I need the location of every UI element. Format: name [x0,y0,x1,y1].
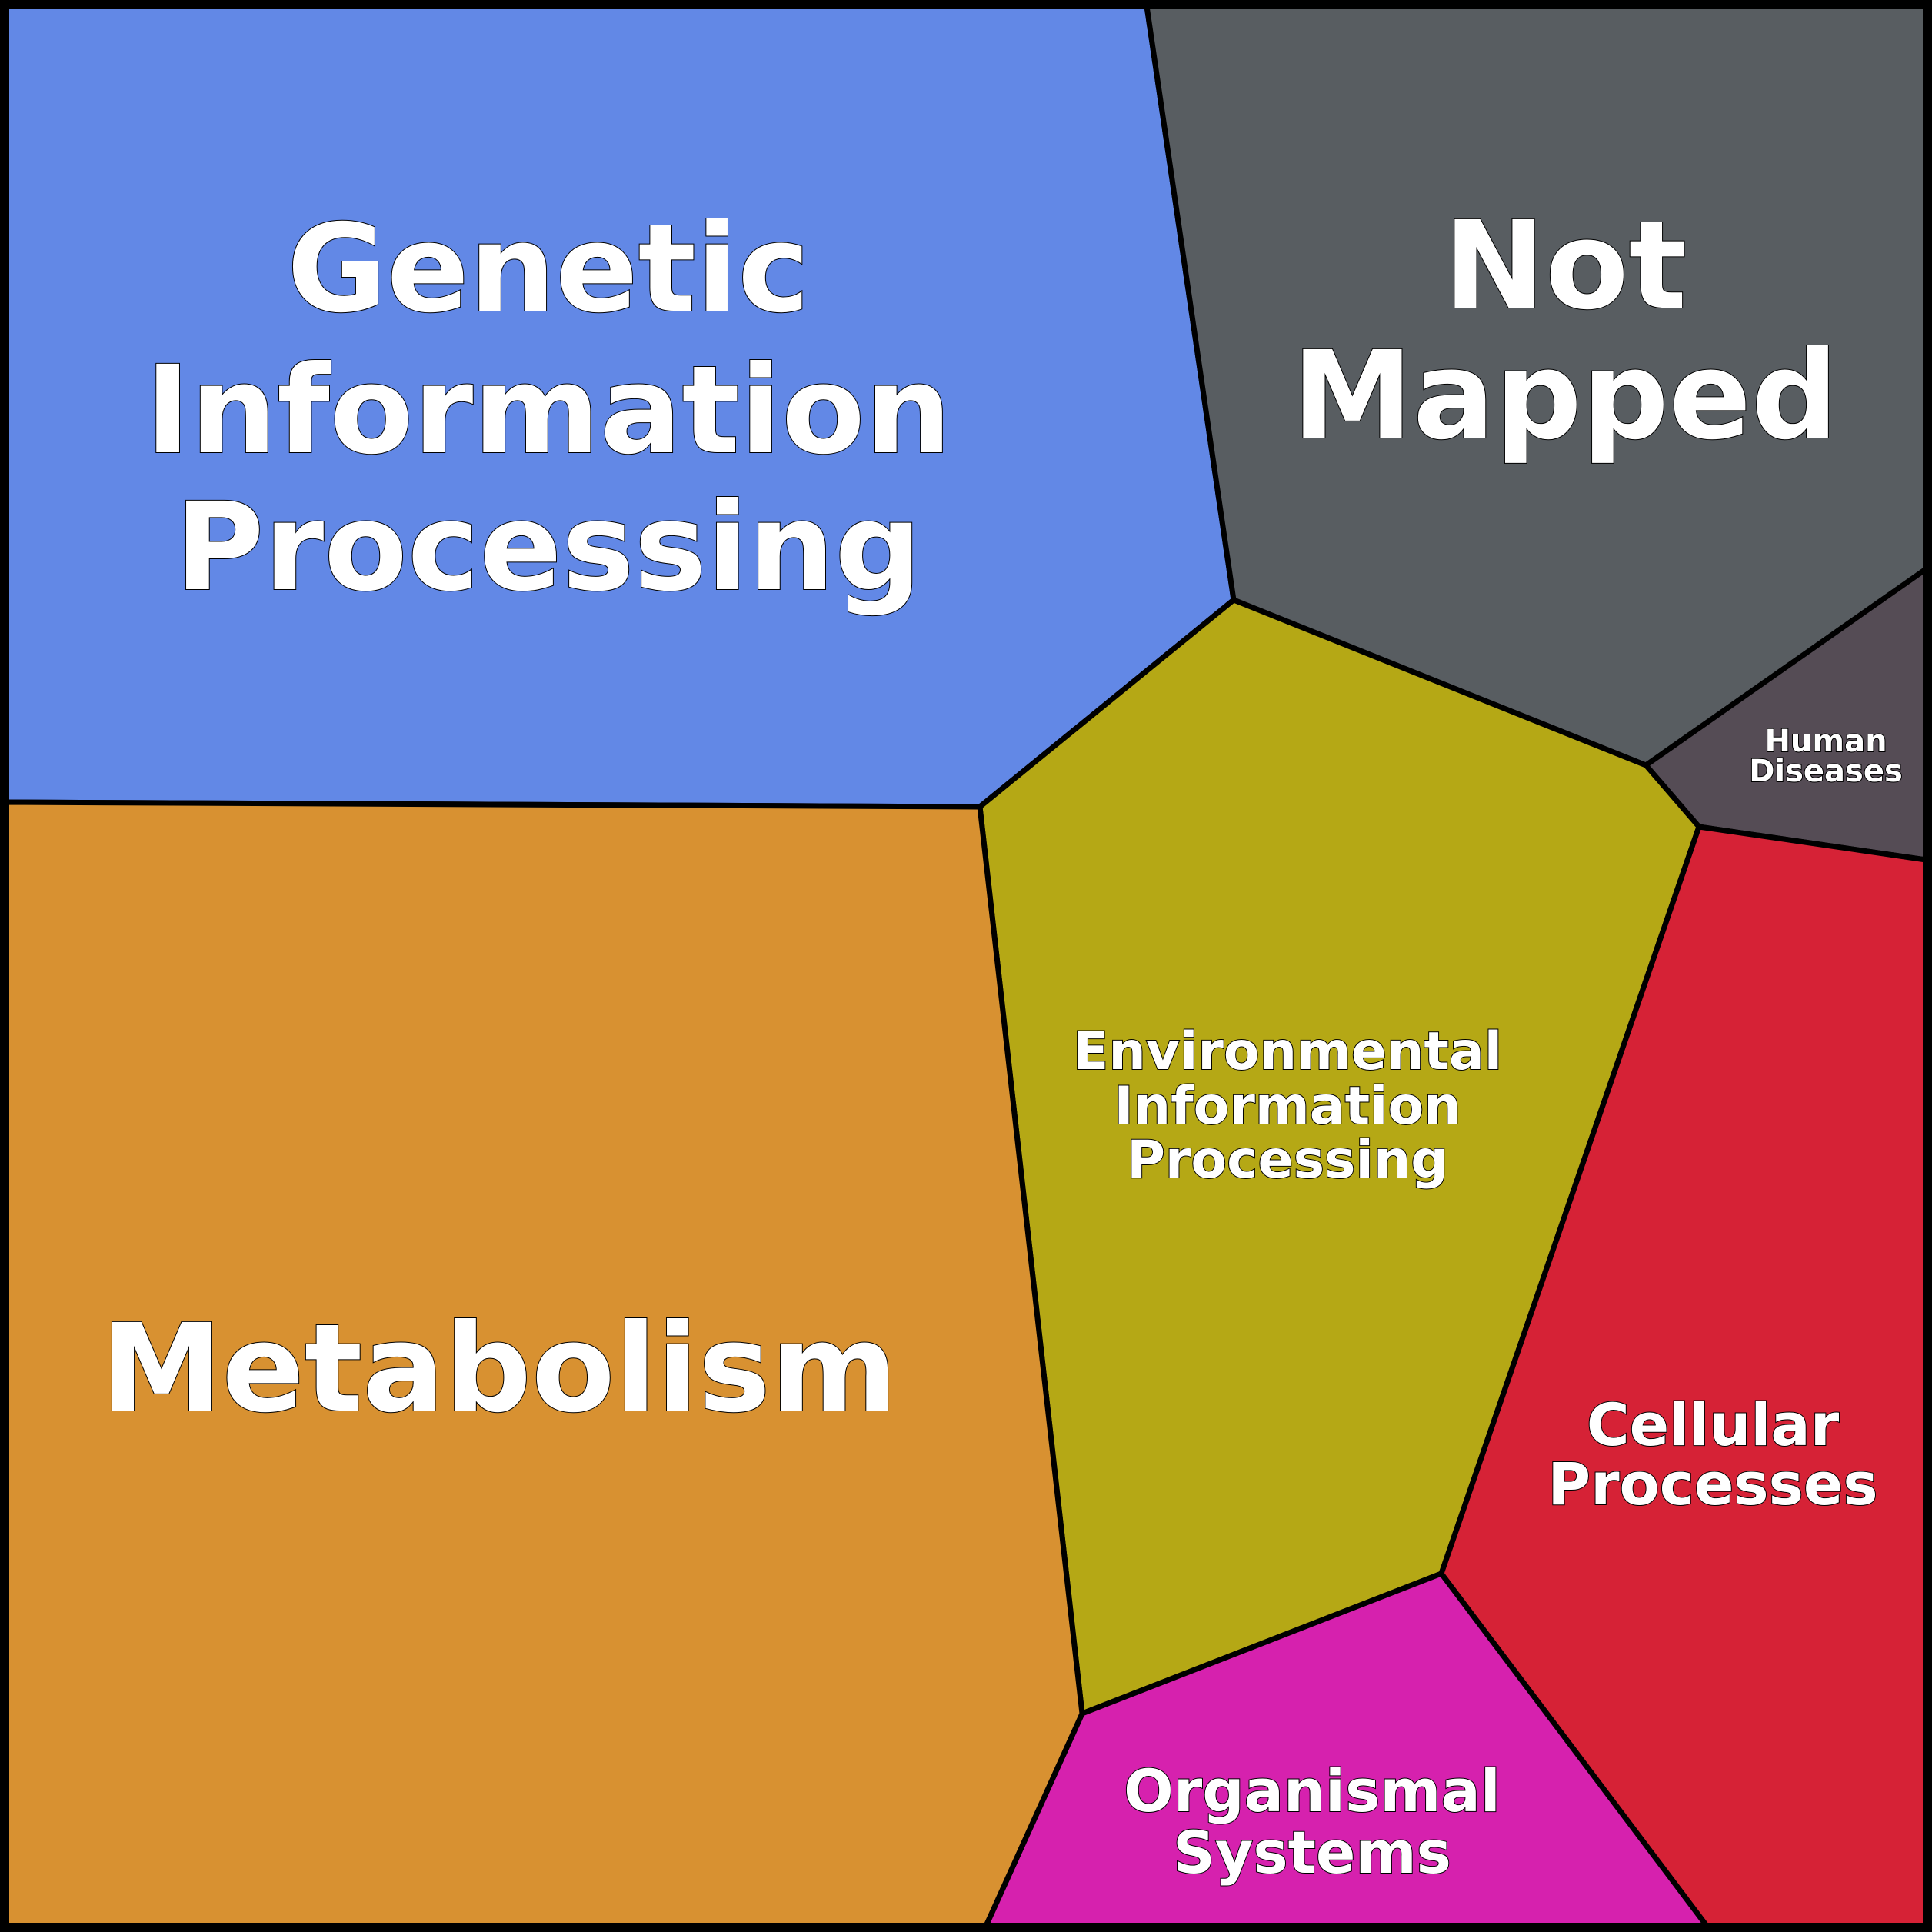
cell-label-human: Human [1764,724,1887,759]
cell-label-env: Processing [1127,1130,1448,1191]
cell-label-cellular: Cellular [1587,1391,1840,1459]
cell-label-genetic: Genetic [287,198,810,340]
cell-label-organismal: Systems [1173,1818,1451,1887]
cell-label-cellular: Processes [1547,1450,1877,1518]
cell-label-genetic: Processing [175,477,922,618]
cell-label-human: Diseases [1749,754,1903,789]
cell-label-notmapped: Not [1444,195,1687,337]
cell-label-metabolism: Metabolism [101,1298,897,1440]
cell-label-notmapped: Mapped [1292,325,1838,467]
cell-label-genetic: Information [145,340,951,481]
cell-label-env: Environmental [1073,1021,1502,1082]
cell-label-env: Information [1114,1076,1461,1137]
cell-label-organismal: Organismal [1124,1757,1501,1825]
